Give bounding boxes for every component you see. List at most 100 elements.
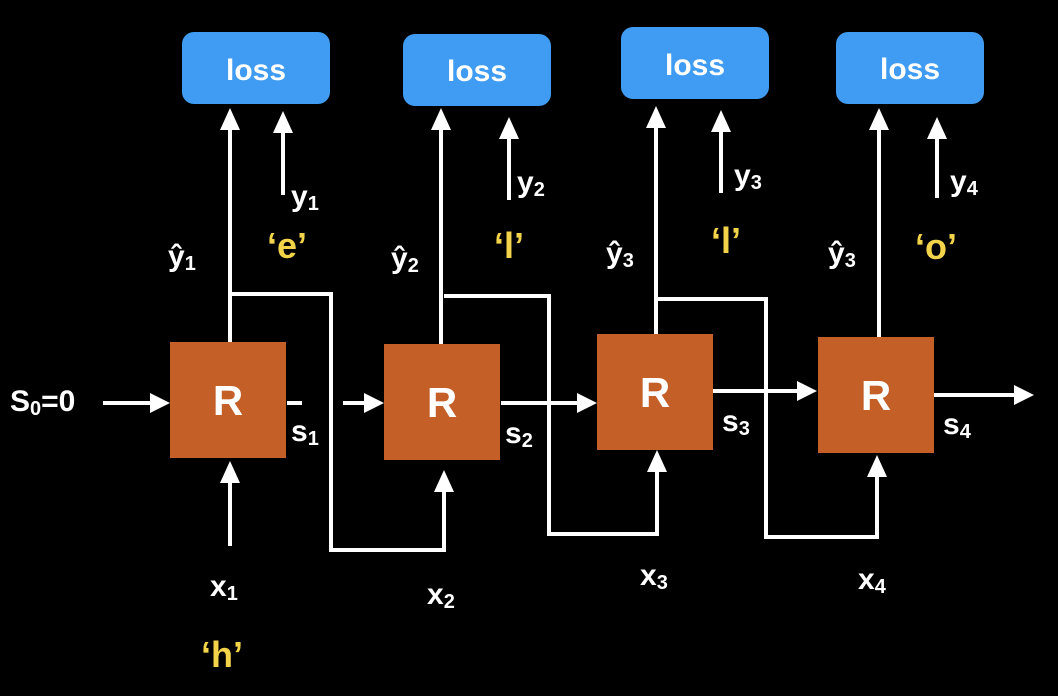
initial-state-label: S0=0: [10, 385, 75, 420]
target-label-4: y4: [950, 165, 979, 200]
target-sub: 3: [751, 172, 762, 194]
arrowhead: [273, 111, 293, 133]
loss-box: [836, 32, 984, 104]
arrowhead: [646, 106, 666, 128]
feedback-wire-1: [230, 292, 446, 552]
arrowhead: [711, 110, 731, 132]
target-label-2: y2: [517, 166, 545, 201]
rnn-cell-4: R: [818, 337, 934, 453]
input-label-2: x2: [427, 578, 455, 613]
loss-label: loss: [880, 53, 940, 86]
cell-label: R: [427, 379, 457, 426]
state-sub: 4: [960, 421, 972, 443]
state-label-2: s2: [505, 417, 533, 452]
arrowhead: [220, 108, 240, 130]
target-label-3: y3: [734, 159, 762, 194]
state-sub: 3: [739, 418, 750, 440]
target-base: y: [517, 166, 534, 199]
prediction-label-2: ŷ2: [391, 242, 419, 277]
arrowhead: [434, 470, 454, 492]
loss-box: [182, 32, 330, 104]
cell-box: [818, 337, 934, 453]
initial-state-arrowhead: [150, 393, 170, 413]
arrowhead: [499, 117, 519, 139]
input-base: x: [858, 563, 875, 596]
target-char-4: ‘o’: [915, 226, 957, 267]
cell-box: [597, 334, 713, 450]
target-base: y: [291, 180, 308, 213]
input-label-3: x3: [640, 559, 668, 594]
state-base: s: [943, 408, 960, 441]
rnn-cell-2: R: [384, 344, 500, 460]
cell-label: R: [640, 369, 670, 416]
arrowhead: [364, 393, 384, 413]
loss-box: [403, 34, 551, 106]
state-sub: 2: [522, 430, 533, 452]
arrowhead: [867, 455, 887, 477]
input-label-4: x4: [858, 563, 887, 598]
input-base: x: [210, 570, 227, 603]
target-base: y: [734, 159, 751, 192]
target-base: y: [950, 165, 967, 198]
loss-node-1: loss: [182, 32, 330, 104]
state-base: s: [505, 417, 522, 450]
target-char-1: ‘e’: [267, 225, 307, 266]
input-sub: 3: [657, 572, 668, 594]
cell-box: [384, 344, 500, 460]
arrowhead: [431, 108, 451, 130]
loss-node-3: loss: [621, 27, 769, 99]
loss-label: loss: [447, 55, 507, 88]
state-label-3: s3: [722, 405, 750, 440]
arrowhead: [797, 381, 817, 401]
input-sub: 2: [444, 591, 455, 613]
feedback-wire-2: [444, 294, 659, 536]
input-char: ‘h’: [201, 634, 243, 675]
cell-label: R: [861, 372, 891, 419]
prediction-sub: 3: [845, 250, 856, 272]
rnn-cell-1: R: [170, 342, 286, 458]
arrowhead: [577, 393, 597, 413]
input-label-1: x1: [210, 570, 238, 605]
state-base: s: [722, 405, 739, 438]
initial-state-sub: 0: [30, 398, 41, 420]
prediction-base: ŷ: [391, 242, 408, 275]
prediction-base: ŷ: [606, 237, 623, 270]
target-char-2: ‘l’: [494, 225, 524, 266]
prediction-label-3: ŷ3: [606, 237, 634, 272]
arrowhead: [869, 108, 889, 130]
arrowhead: [647, 450, 667, 472]
prediction-sub: 1: [185, 253, 196, 275]
input-sub: 1: [227, 583, 238, 605]
arrowhead: [1014, 385, 1034, 405]
loss-node-2: loss: [403, 34, 551, 106]
cell-box: [170, 342, 286, 458]
connections: [103, 106, 1034, 552]
prediction-sub: 3: [623, 250, 634, 272]
prediction-label-4: ŷ3: [828, 237, 856, 272]
loss-label: loss: [665, 49, 725, 82]
target-sub: 2: [534, 179, 545, 201]
target-sub: 1: [308, 193, 319, 215]
loss-label: loss: [226, 54, 286, 87]
state-label-1: s1: [291, 415, 319, 450]
input-base: x: [427, 578, 444, 611]
cell-label: R: [213, 377, 243, 424]
loss-box: [621, 27, 769, 99]
rnn-cell-3: R: [597, 334, 713, 450]
arrowhead: [220, 461, 240, 483]
target-sub: 4: [967, 178, 979, 200]
arrowhead: [927, 117, 947, 139]
prediction-base: ŷ: [168, 240, 185, 273]
prediction-sub: 2: [408, 255, 419, 277]
initial-state-base: S: [10, 385, 30, 418]
prediction-base: ŷ: [828, 237, 845, 270]
state-sub: 1: [308, 428, 319, 450]
initial-state-suffix: =0: [41, 385, 75, 418]
prediction-label-1: ŷ1: [168, 240, 196, 275]
input-sub: 4: [875, 576, 887, 598]
loss-node-4: loss: [836, 32, 984, 104]
state-base: s: [291, 415, 308, 448]
target-char-3: ‘l’: [711, 220, 741, 261]
input-base: x: [640, 559, 657, 592]
